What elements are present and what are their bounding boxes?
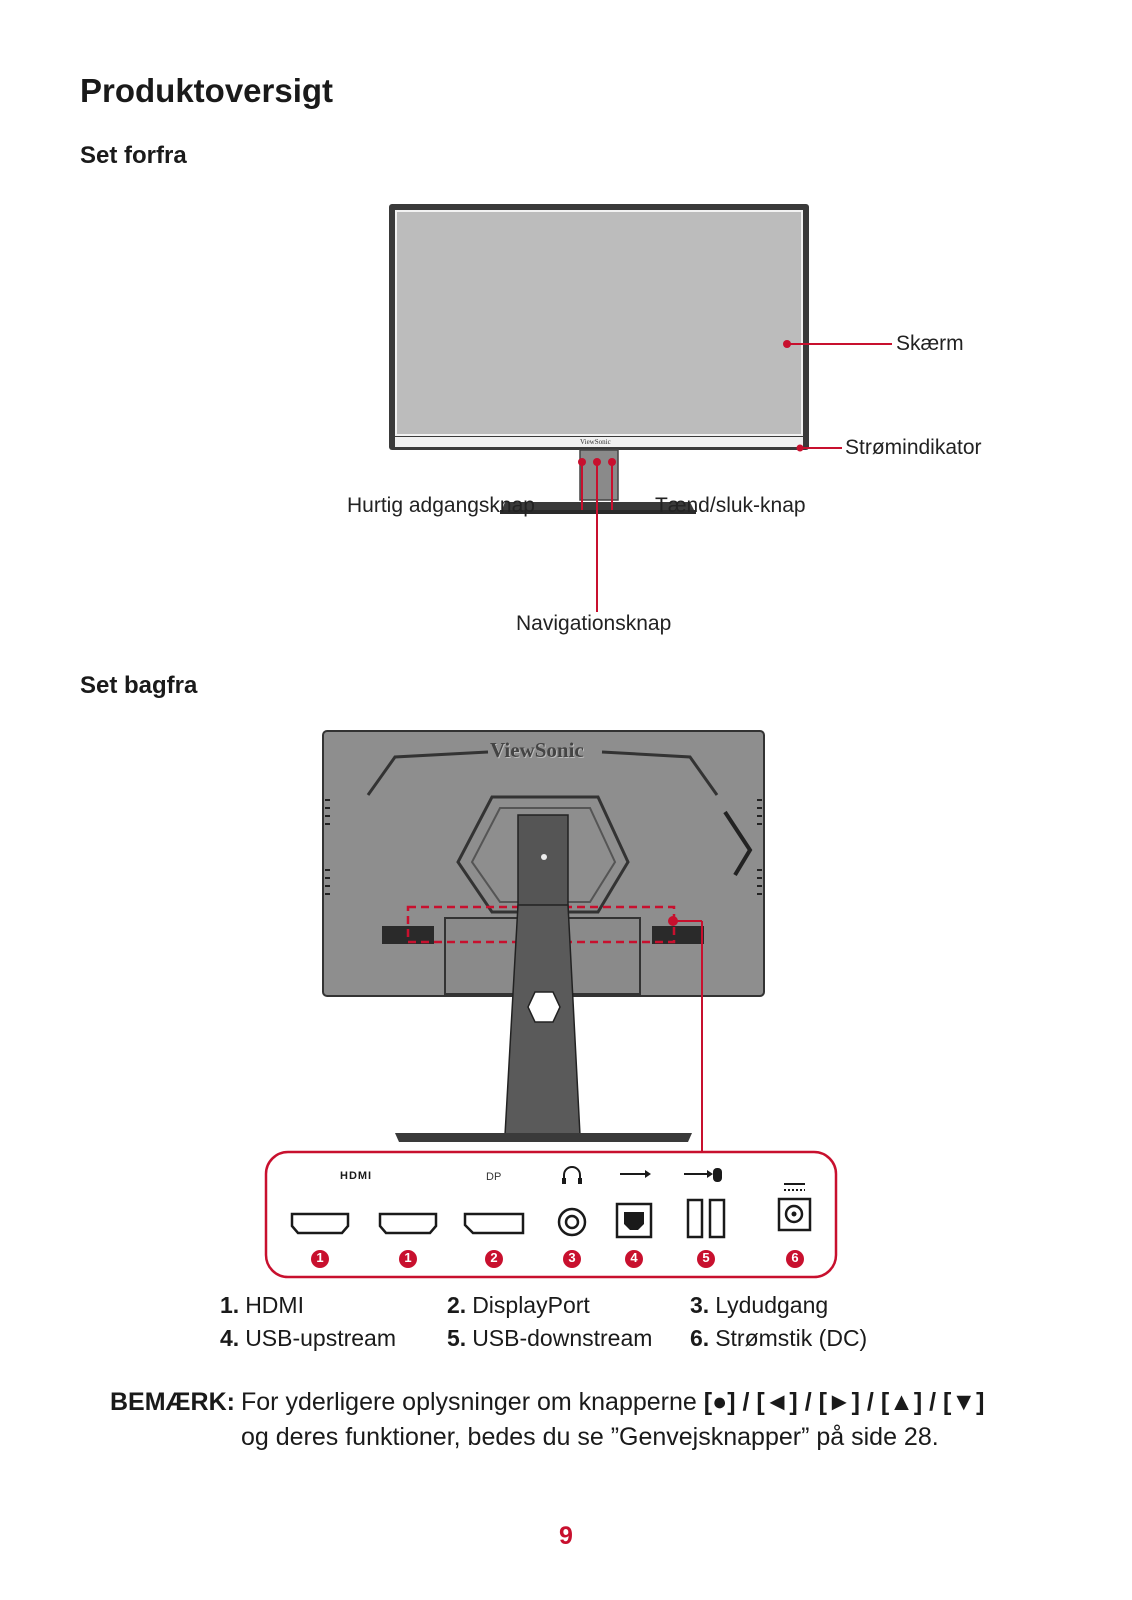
label-power-button: Tænd/sluk-knap	[655, 494, 806, 517]
hdmi-port-label: HDMI	[340, 1170, 373, 1182]
legend-item-audio-out: 3.Lydudgang	[690, 1292, 829, 1318]
badge-6: 6	[791, 1250, 799, 1265]
page-title: Produktoversigt	[80, 72, 334, 109]
note-label: BEMÆRK:	[110, 1388, 235, 1416]
front-monitor-illustration	[389, 204, 892, 612]
badge-5: 5	[702, 1250, 710, 1265]
back-monitor-illustration	[264, 730, 838, 1279]
badge-1b: 1	[404, 1250, 412, 1265]
dp-port-label: DP	[486, 1171, 502, 1183]
label-navigation-button: Navigationsknap	[516, 612, 672, 635]
note-keys: [●] / [◄] / [►] / [▲] / [▼]	[703, 1388, 985, 1416]
legend-item-hdmi: 1.HDMI	[220, 1292, 304, 1318]
back-brand-logo: ViewSonic	[490, 738, 584, 762]
badge-1: 1	[316, 1250, 324, 1265]
badge-4: 4	[630, 1250, 638, 1265]
front-view-heading: Set forfra	[80, 142, 187, 169]
note-line2: og deres funktioner, bedes du se ”Genvej…	[241, 1423, 939, 1451]
page-number: 9	[559, 1522, 573, 1550]
badge-3: 3	[568, 1250, 576, 1265]
legend-item-usb-downstream: 5.USB-downstream	[447, 1325, 653, 1351]
back-view-heading: Set bagfra	[80, 672, 198, 699]
legend-item-usb-upstream: 4.USB-upstream	[220, 1325, 397, 1351]
headphone-icon	[563, 1166, 581, 1182]
front-bezel-logo: ViewSonic	[580, 438, 611, 446]
note-text: For yderligere oplysninger om knapperne …	[241, 1385, 1041, 1455]
label-power-indicator: Strømindikator	[845, 436, 982, 459]
label-screen: Skærm	[896, 332, 964, 355]
label-quick-access-button: Hurtig adgangsknap	[347, 494, 535, 517]
legend-item-dc-power: 6.Strømstik (DC)	[690, 1325, 868, 1351]
note-line1: For yderligere oplysninger om knapperne	[241, 1388, 697, 1416]
badge-2: 2	[490, 1250, 498, 1265]
legend-item-displayport: 2.DisplayPort	[447, 1292, 590, 1318]
